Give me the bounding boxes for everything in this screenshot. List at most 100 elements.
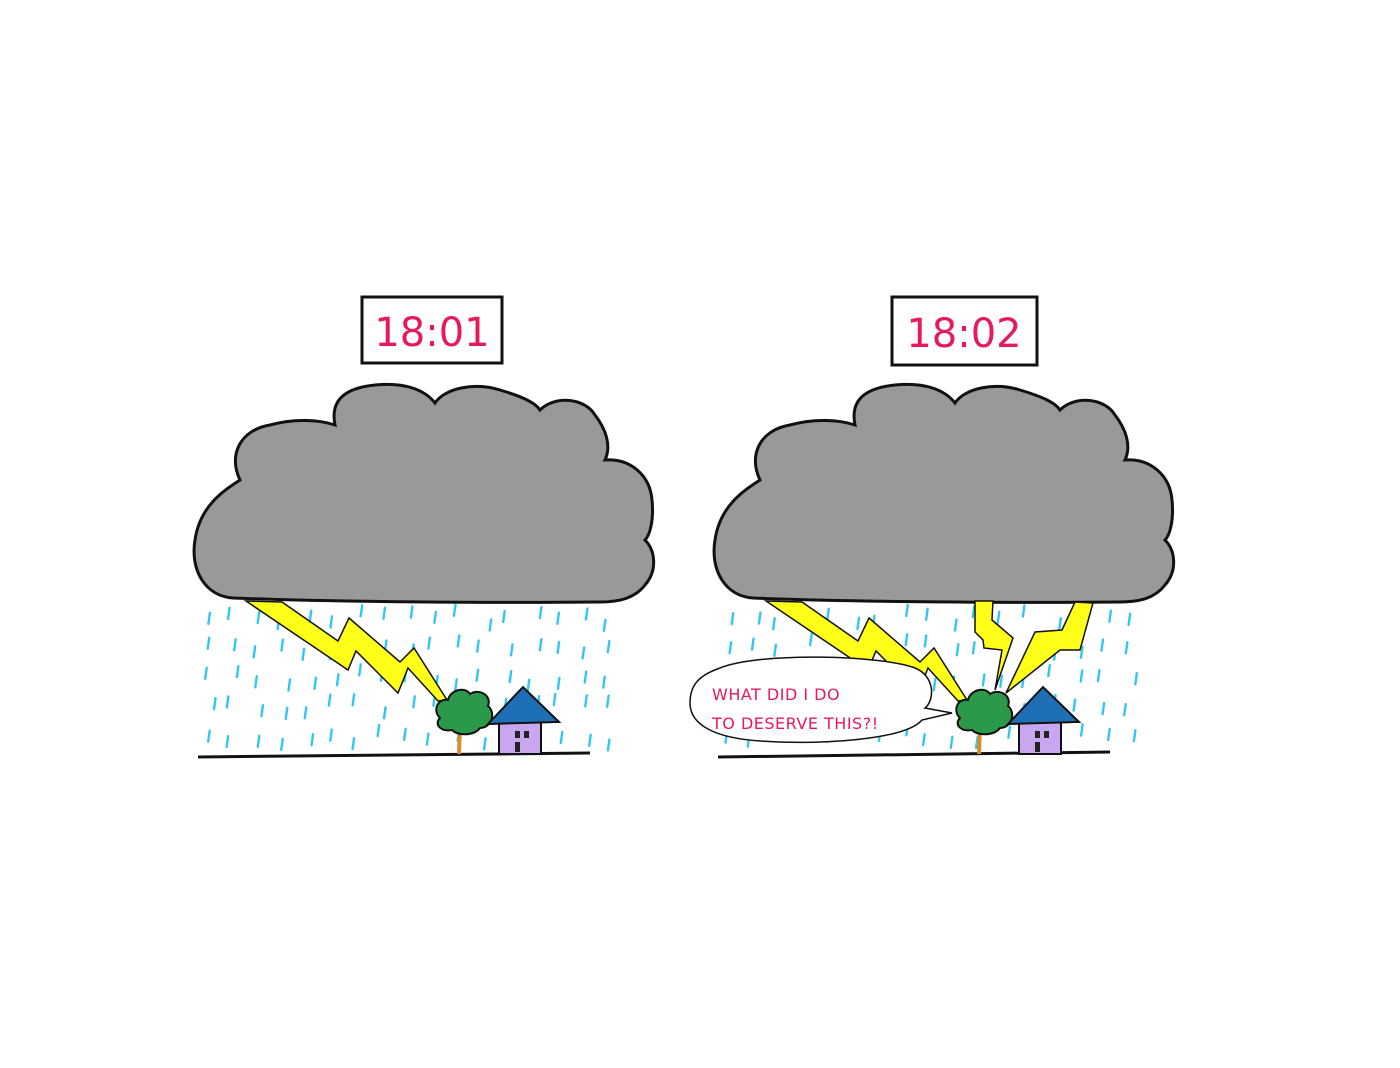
raindrop-icon [1108,609,1113,623]
lightning-bolt-icon [974,600,1014,691]
raindrop-icon [329,615,334,629]
raindrop-icon [771,616,776,631]
raindrop-icon [254,675,258,689]
raindrop-icon [280,737,284,752]
speech-bubble-icon: WHAT DID I DO TO DESERVE THIS?! [689,656,953,744]
raindrop-icon [587,733,592,748]
raindrop-icon [1096,669,1101,683]
raindrop-icon [971,641,976,655]
raindrop-icon [757,611,762,625]
raindrop-icon [203,666,208,680]
clock-display: 18:02 [890,295,1039,367]
raindrop-icon [1079,645,1084,660]
raindrop-icon [409,605,414,619]
raindrop-icon [376,723,381,738]
raindrop-icon [538,605,543,620]
raindrop-icon [301,647,306,662]
raindrop-icon [1021,604,1026,618]
raindrop-icon [1072,698,1077,712]
raindrop-icon [433,610,438,624]
house-icon [1005,685,1082,755]
raindrop-icon [501,609,506,624]
raindrop-icon [1123,703,1127,717]
raindrop-icon [335,673,340,687]
raindrop-icon [581,646,586,660]
raindrop-icon [456,634,461,648]
clock-time: 18:01 [374,310,489,356]
raindrop-icon [826,607,830,622]
tree-icon [435,688,494,755]
raindrop-icon [235,664,240,679]
raindrop-icon [252,645,257,659]
raindrop-icon [932,677,937,692]
rain [203,603,611,752]
raindrop-icon [206,636,211,650]
raindrop-icon [1079,723,1084,737]
raindrop-icon [310,733,315,747]
raindrop-icon [905,603,909,618]
raindrop-icon [584,694,588,708]
raindrop-icon [287,678,292,692]
raindrop-icon [351,736,356,751]
raindrop-icon [606,639,611,654]
raindrop-icon [1079,669,1084,683]
raindrop-icon [327,693,332,707]
clock-time: 18:02 [906,311,1021,357]
raindrop-icon [427,636,432,650]
panel-1: 18:01 [192,295,656,759]
raindrop-icon [509,643,514,657]
raindrop-icon [949,735,954,750]
cloud-icon [192,382,656,604]
raindrop-icon [773,643,778,657]
raindrop-icon [856,616,861,631]
raindrop-icon [1101,701,1106,716]
raindrop-icon [974,735,979,750]
raindrop-icon [955,643,960,657]
lightning-bolt-icon [1005,601,1094,694]
raindrop-icon [359,604,364,618]
raindrop-icon [1058,616,1062,631]
raindrop-icon [924,607,929,621]
raindrop-icon [454,678,458,692]
raindrop-icon [482,737,487,751]
raindrop-icon [488,618,493,632]
lightning-bolt-icon [243,600,449,702]
raindrop-icon [556,611,561,626]
raindrop-icon [313,676,318,690]
raindrop-icon [412,695,417,709]
raindrop-icon [303,706,308,720]
raindrop-icon [556,676,561,691]
raindrop-icon [256,734,261,749]
raindrop-icon [730,612,735,626]
raindrop-icon [904,632,909,647]
raindrop-icon [225,734,230,749]
clock-frame [360,295,504,365]
tree-icon [955,688,1014,755]
raindrop-icon [750,637,755,651]
raindrop-icon [559,730,564,745]
raindrop-icon [351,693,356,707]
raindrop-icon [358,663,362,677]
raindrop-icon [526,678,531,693]
raindrop-icon [556,640,561,655]
raindrop-icon [1047,663,1051,678]
raindrop-icon [981,673,986,687]
raindrop-icon [1127,612,1132,627]
raindrop-icon [226,606,231,621]
clock-display: 18:01 [360,295,504,365]
raindrop-icon [475,639,480,653]
raindrop-icon [425,732,430,746]
raindrop-icon [284,706,289,721]
raindrop-icon [382,606,387,620]
raindrop-icon [602,618,607,632]
raindrop-icon [606,738,611,752]
raindrop-icon [996,610,1001,625]
raindrop-icon [953,618,958,632]
raindrop-icon [402,727,407,742]
raindrop-icon [999,674,1004,688]
raindrop-icon [602,675,606,689]
raindrop-icon [308,609,313,623]
raindrop-icon [280,638,285,652]
raindrop-icon [212,697,217,711]
